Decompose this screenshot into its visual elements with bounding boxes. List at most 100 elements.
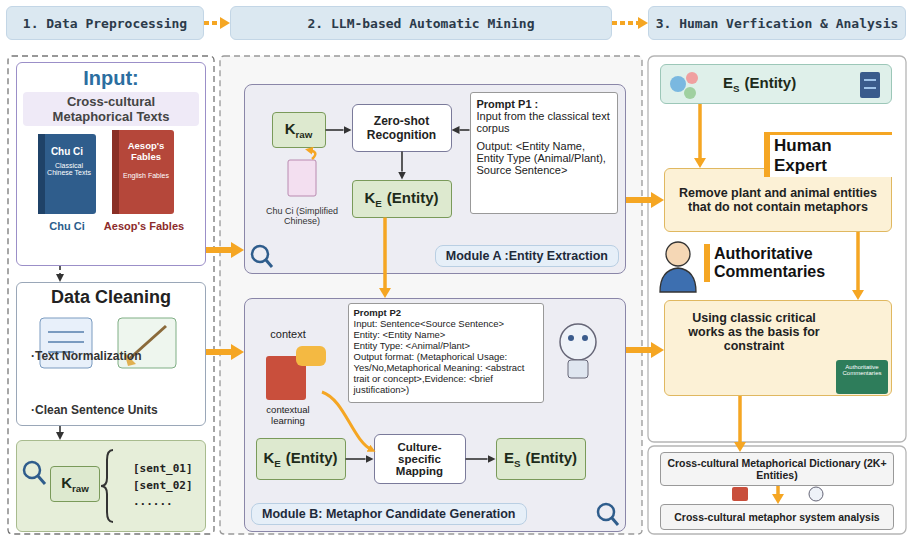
box-text: Input: Sentence<Source Sentence>: [354, 318, 505, 329]
flow-arrow: [59, 266, 61, 274]
box-text: Module B: Metaphor Candidate Generation: [251, 503, 527, 525]
stage-header: 1. Data Preprocessing: [6, 6, 204, 40]
curved-arrow: [309, 150, 315, 159]
box-text: Output: <Entity Name, Entity Type (Anima…: [477, 140, 611, 176]
output-box: Cross-cultural Metaphorical Dictionary (…: [660, 452, 894, 486]
book-icon: [836, 360, 888, 394]
box-text: Entity: <Entity Name>: [354, 329, 446, 340]
book-icon: [112, 130, 174, 214]
box-text: Culture-specific Mapping: [381, 441, 459, 477]
book-icon: [266, 356, 306, 400]
magnifier-icon: [598, 504, 614, 520]
data-box: KE (Entity): [256, 438, 346, 480]
symbol-text: E: [504, 449, 514, 466]
symbol-text: K: [61, 474, 72, 491]
flow-arrow: [383, 218, 387, 289]
subscript: raw: [72, 483, 89, 494]
flow-arrow: [612, 21, 638, 25]
role-tag: Authoritative Commentaries: [704, 244, 844, 282]
flow-arrow: [401, 152, 403, 172]
flow-arrow: [626, 347, 651, 353]
flow-arrow: [698, 104, 702, 158]
book-spine: [38, 134, 45, 214]
symbol-text: E: [723, 74, 733, 91]
flow-arrow: [206, 349, 231, 355]
box-text: Cross-cultural Metaphorical Dictionary (…: [667, 457, 887, 481]
magnifier-icon: [252, 246, 268, 262]
robot-eye: [582, 335, 588, 341]
symbol-line: KE (Entity): [263, 449, 337, 469]
middle-panel: [220, 56, 642, 534]
symbol-text: (Entity): [286, 449, 338, 466]
symbol-text: K: [263, 449, 274, 466]
entity-blob: [670, 76, 686, 92]
arrow-label: contextual learning: [254, 404, 322, 426]
prompt-box: Prompt P1 :Input from the classical text…: [470, 92, 618, 214]
document-icon: [40, 318, 92, 368]
flow-arrow: [206, 247, 231, 253]
symbol-line: KE(Entity): [364, 189, 438, 209]
box-text: Module A :Entity Extraction: [435, 245, 619, 267]
entity-band: ES(Entity): [660, 64, 892, 104]
clean-icon: [118, 318, 176, 368]
document-icon: [288, 160, 316, 196]
symbol-text: (Entity): [525, 449, 577, 466]
flow-arrow: [466, 458, 488, 460]
right-panel: [648, 56, 906, 442]
book-icon: [38, 134, 96, 214]
constraint-box: Using classic critical works as the basi…: [664, 300, 892, 396]
box-text: ·Text Normalization: [31, 349, 141, 363]
subscript: S: [514, 458, 521, 469]
server-line: [864, 79, 876, 81]
book-title: Chu Ci: [40, 146, 94, 157]
book-spine: [112, 130, 119, 214]
output-box: Cross-cultural metaphor system analysis: [660, 504, 894, 530]
symbol-text: (Entity): [387, 189, 439, 206]
box-text: Input:: [83, 67, 139, 90]
box-text: ......: [133, 494, 173, 511]
context-caption: context: [256, 328, 320, 340]
server-icon: [860, 72, 880, 98]
subscript: E: [375, 198, 382, 209]
symbol-line: ES(Entity): [723, 74, 796, 94]
flow-arrow: [856, 232, 860, 290]
flow-arrow: [59, 426, 61, 432]
data-box: Kraw: [50, 466, 100, 502]
chat-bubble: [296, 346, 326, 366]
flow-arrow: [460, 129, 470, 131]
robot-body: [568, 360, 588, 378]
box-text: 2. LLM-based Automatic Mining: [308, 16, 535, 31]
broom-handle: [128, 326, 166, 360]
subscript: E: [274, 458, 281, 469]
prompt-box: Prompt P2Input: Sentence<Source Sentence…: [348, 303, 544, 403]
document-line: [48, 351, 74, 353]
box-text: [sent_01]: [133, 461, 193, 478]
box-text: Data Cleaning: [51, 287, 171, 308]
stage-header: 2. LLM-based Automatic Mining: [230, 6, 612, 40]
book-subtitle: English Fables: [120, 172, 172, 179]
data-box: ES (Entity): [496, 438, 586, 480]
process-box: Zero-shot Recognition: [352, 104, 452, 152]
server-line: [864, 87, 876, 89]
book-title: Authoritative Commentaries: [838, 364, 886, 376]
box-text: Cross-cultural metaphor system analysis: [674, 511, 879, 523]
magnifier-handle: [38, 476, 45, 484]
magnifier-icon: [24, 462, 40, 478]
subscript: raw: [296, 129, 313, 140]
box-text: Using classic critical works as the basi…: [675, 311, 833, 353]
robot-icon: [809, 487, 823, 501]
book-caption: Aesop's Fables: [100, 220, 188, 232]
symbol-text: (Entity): [745, 74, 797, 91]
box-text: Entity Type: <Animal/Plant>: [354, 340, 471, 351]
box-text: [sent_02]: [133, 478, 193, 495]
robot-icon: [560, 324, 596, 360]
flow-arrow: [346, 458, 366, 460]
document-line: [48, 331, 84, 333]
box-text: Zero-shot Recognition: [359, 114, 445, 142]
symbol-line: ES (Entity): [504, 449, 577, 469]
left-panel: [8, 56, 214, 534]
data-box: KE(Entity): [352, 180, 452, 218]
flow-arrow: [326, 129, 344, 131]
box-text: Remove plant and animal entities that do…: [671, 186, 885, 214]
box-text: Prompt P2: [354, 307, 402, 318]
